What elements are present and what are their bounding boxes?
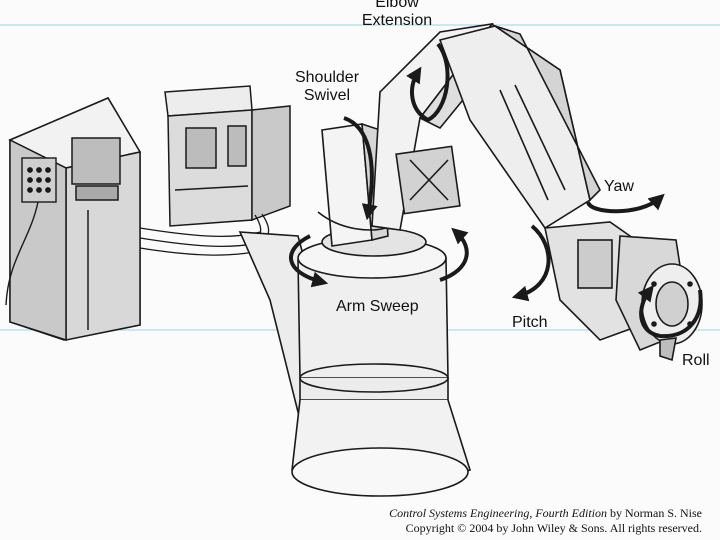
robot-pedestal xyxy=(238,227,472,497)
wrist-assembly xyxy=(544,221,703,362)
rotation-arrow xyxy=(289,42,703,339)
roll-label: Roll xyxy=(682,352,710,369)
copyright-line: Copyright © 2004 by John Wiley & Sons. A… xyxy=(405,521,702,535)
controller-cabinet xyxy=(8,97,142,342)
book-author: by Norman S. Nise xyxy=(607,506,702,520)
elbow-label-line2: Extension xyxy=(361,12,433,29)
pitch-label: Pitch xyxy=(512,314,548,331)
credit-line1: Control Systems Engineering, Fourth Edit… xyxy=(389,506,702,521)
elbow-label-line1: Elbow xyxy=(375,0,419,11)
book-title: Control Systems Engineering, Fourth Edit… xyxy=(389,506,607,520)
arm-sweep-label: Arm Sweep xyxy=(336,298,419,315)
teach-pendant xyxy=(5,157,57,306)
elbow-extension-label: Elbow Extension xyxy=(360,0,434,30)
shoulder-swivel-label: Shoulder Swivel xyxy=(292,69,362,105)
shoulder-label-line1: Shoulder xyxy=(294,69,360,86)
power-supply-unit xyxy=(164,85,291,227)
yaw-label: Yaw xyxy=(604,178,634,195)
forearm xyxy=(438,25,601,230)
shoulder-label-line2: Swivel xyxy=(303,87,351,104)
figure-credit: Control Systems Engineering, Fourth Edit… xyxy=(389,506,702,536)
